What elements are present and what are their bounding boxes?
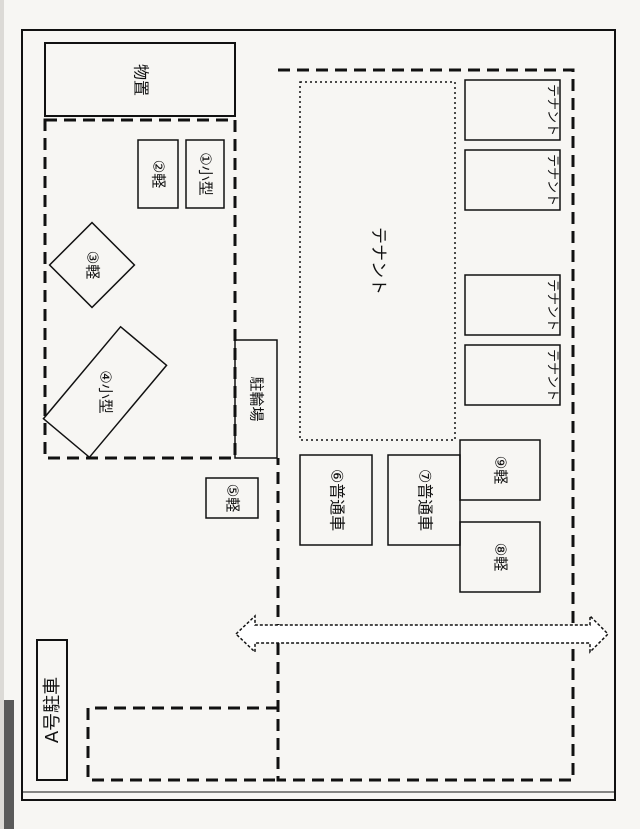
lot-title: A号駐車 <box>42 677 63 743</box>
space-8-label: ⑧軽 <box>492 543 510 571</box>
tenant-unit-1 <box>464 79 561 141</box>
space-4-label: ④小型 <box>97 370 115 413</box>
tenant-unit-4 <box>464 344 561 406</box>
parking-zone-lower <box>86 706 278 782</box>
scan-edge-strip <box>0 0 4 829</box>
storage-shed <box>44 42 236 117</box>
space-8-box <box>459 521 541 593</box>
space-2-box <box>137 139 179 209</box>
tenant-unit-2-label: テナント <box>545 154 560 206</box>
space-5-box <box>205 477 259 519</box>
space-9-label: ⑨軽 <box>492 456 510 484</box>
tenant-unit-3-label: テナント <box>545 279 560 331</box>
parking-zone-main <box>276 68 575 782</box>
space-1-box <box>185 139 225 209</box>
access-arrow-icon <box>234 614 610 654</box>
space-6-box <box>299 454 373 546</box>
lot-boundary <box>21 29 616 801</box>
space-2-label: ②軽 <box>150 160 168 188</box>
title-box <box>36 639 68 781</box>
bicycle-parking-label: 駐輪場 <box>248 376 266 421</box>
tenant-unit-4-label: テナント <box>545 349 560 401</box>
tenant-unit-3 <box>464 274 561 336</box>
tenant-unit-1-label: テナント <box>545 84 560 136</box>
main-tenant-box <box>299 81 456 441</box>
space-7-label: ⑦普通車 <box>416 469 435 531</box>
main-tenant-label: テナント <box>368 227 388 295</box>
space-3-label: ③軽 <box>84 251 102 279</box>
space-9-box <box>459 439 541 501</box>
space-6-label: ⑥普通車 <box>328 469 347 531</box>
space-1-label: ①小型 <box>197 152 215 195</box>
tenant-unit-2 <box>464 149 561 211</box>
storage-label: 物置 <box>132 64 151 96</box>
space-3-box <box>48 221 136 309</box>
space-4-box <box>42 325 168 459</box>
space-5-label: ⑤軽 <box>224 484 242 512</box>
parking-zone-upper <box>43 118 237 460</box>
bicycle-parking-box <box>234 339 278 459</box>
